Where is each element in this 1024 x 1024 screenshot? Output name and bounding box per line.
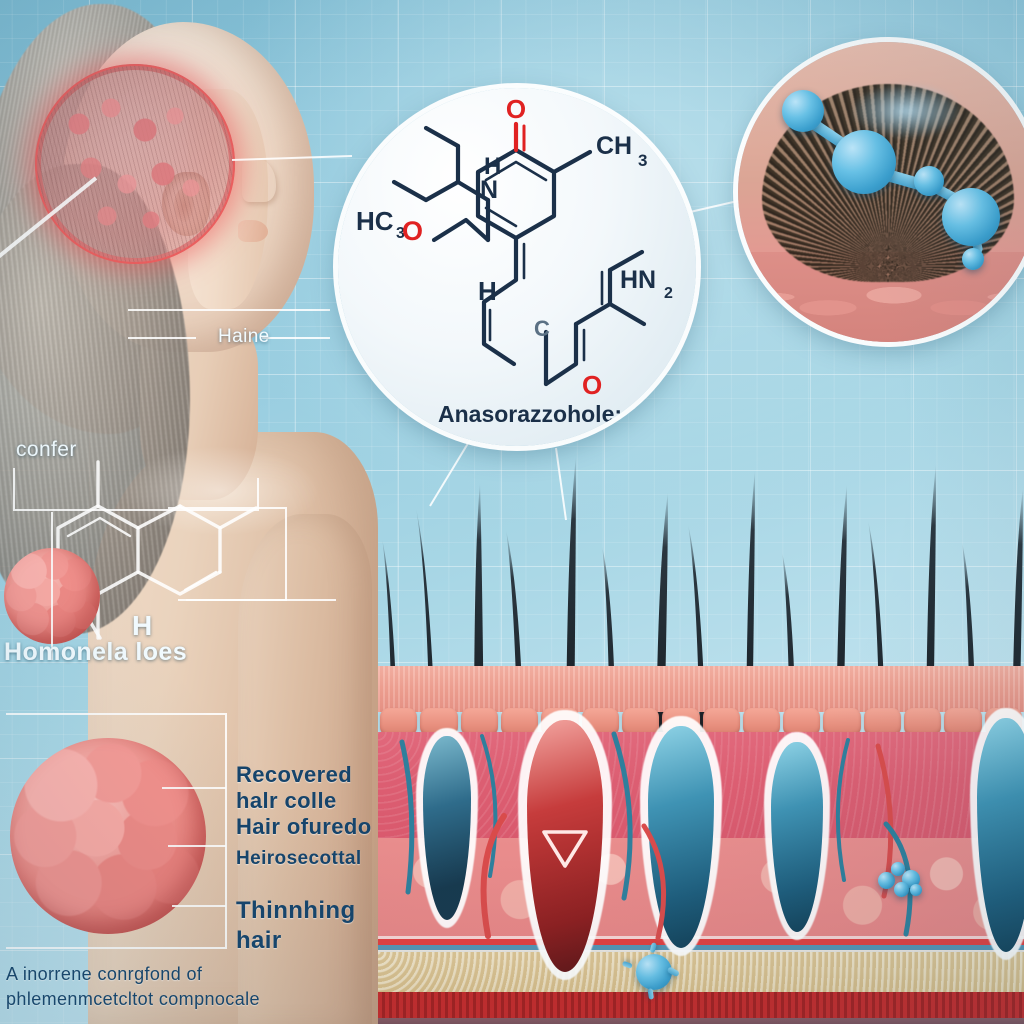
corneocyte [380,708,418,736]
atom-sphere [832,130,896,194]
atom-label-hydrogen-upper: H [484,153,501,180]
drug-molecule-in-fat [621,942,681,1000]
capillary-network [399,731,913,941]
molecule-caption: Anasorazzohole: [438,401,622,427]
atom-label-methyl-left: HC [356,206,394,236]
corneocyte [783,708,821,736]
atom-label-nitrogen: N [480,176,498,204]
molecule-structure-inset[interactable]: O CH 3 HC 3 O N H H HN 2 C O Anasorazzoh… [338,88,696,446]
muscle-layer [378,992,1024,1022]
atom-label-amine: HN [620,266,656,294]
warning-triangle-icon [542,830,588,868]
corneocyte [944,708,982,736]
label-hairline: Haine [218,326,270,348]
chemical-structure-diagram: O CH 3 HC 3 O N H H HN 2 C O Anasorazzoh… [356,94,673,427]
label-bottom-caption: A inorrene conrgfond of phlemenmcetcltot… [6,962,260,1012]
label-heirosecotral: Heirosecottal [236,848,362,870]
drug-molecule-in-dermis [878,862,926,902]
atom-sphere [962,248,984,270]
subcutaneous-fat-layer [378,952,1024,996]
epidermis-surface [378,666,1024,712]
atom-label-carbonyl-oxygen: O [506,94,526,124]
label-hormonal-loss: Homonela loes [4,638,187,667]
atom-sphere [914,166,944,196]
atom-label-hydrogen-lower: H [478,276,497,306]
drug-molecule-overlay [774,82,1004,270]
atom-label-oxygen-bottom: O [582,370,602,400]
corneocyte [823,708,861,736]
atom-label-amine-sub: 2 [664,285,673,302]
lips [238,220,268,242]
label-h-atom: H [132,610,153,642]
corneocyte [460,708,498,736]
follicle-closeup-inset[interactable] [738,42,1024,342]
skin-cross-section [378,456,1024,1024]
atom-sphere [942,188,1000,246]
atom-label-methyl-top: CH [596,132,632,160]
corneocyte [702,708,740,736]
follicle-highlight-glow [852,84,960,138]
muscle-base [378,1018,1024,1024]
corneocyte [742,708,781,736]
corneocyte [621,708,660,736]
scalp-highlight-ring [35,64,235,264]
corneocyte [863,708,902,736]
atom-label-methyl-top-sub: 3 [638,151,647,170]
epidermis-texture [378,666,1024,712]
label-recovered-hair-cells: Recovered halr colle Hair ofuredo [236,762,372,840]
atom-label-carbon: C [534,316,550,341]
atom-label-oxygen-left: O [402,216,423,246]
atom-sphere [782,90,824,132]
corneocyte [904,708,942,736]
label-confer: confer [16,438,77,462]
atom-label-methyl-left-sub: 3 [396,225,405,242]
corneocyte [500,708,539,736]
label-thinning-hair: Thinnhing hair [236,896,356,956]
